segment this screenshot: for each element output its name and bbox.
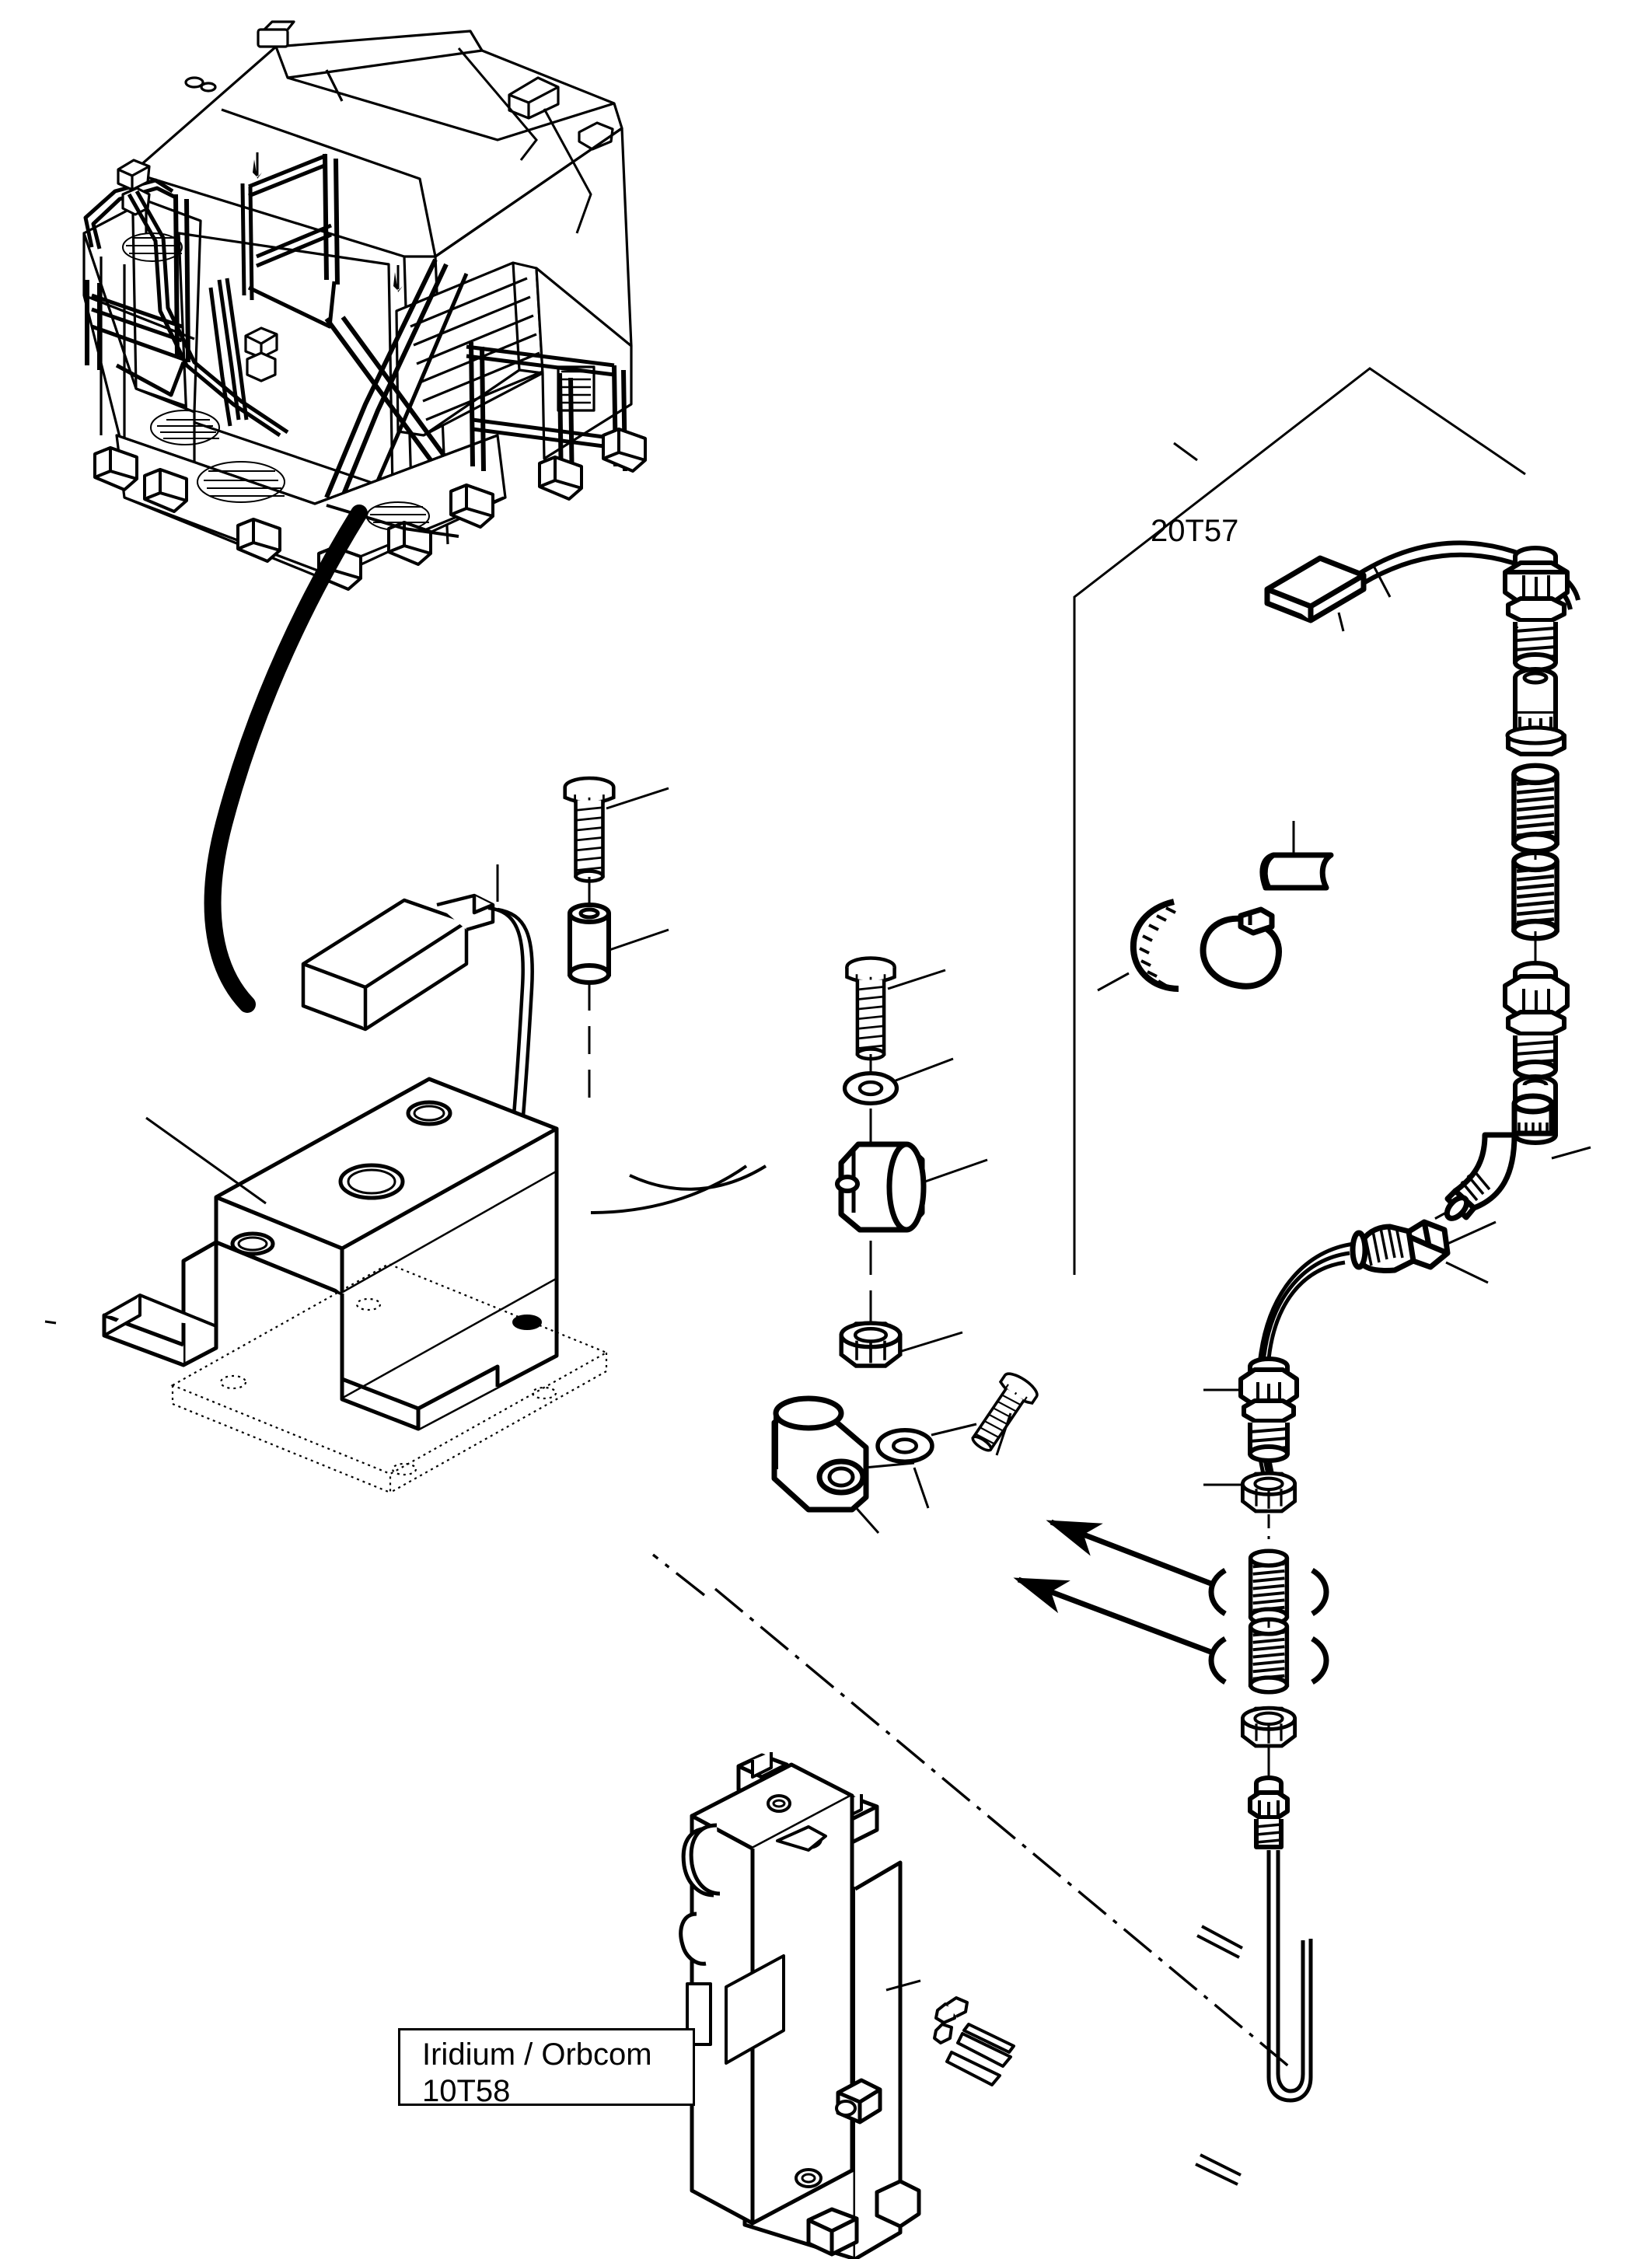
pclamp-leader-a bbox=[864, 1461, 915, 1469]
upper-bolt-leader bbox=[606, 787, 669, 810]
antenna-pad-leader bbox=[1337, 612, 1345, 632]
cab-leader-line-2 bbox=[543, 108, 592, 234]
lower-ferrule-a bbox=[1208, 1551, 1329, 1624]
connector-ferrule-3 bbox=[1514, 766, 1556, 851]
callout-line-1: Iridium / Orbcom bbox=[422, 2037, 652, 2072]
cylindrical-spacer bbox=[568, 903, 611, 985]
lower-washer-leader-b bbox=[913, 1467, 930, 1509]
pclamp-leader-b bbox=[852, 1504, 880, 1534]
center-bolt-leader bbox=[887, 969, 946, 990]
callout-arrow-1 bbox=[1046, 1519, 1214, 1587]
cable-tie-leader bbox=[1097, 972, 1130, 992]
module-pigtail-cable-2 bbox=[497, 907, 534, 1126]
flat-washer-lower bbox=[878, 1430, 932, 1461]
hex-bolt-center bbox=[847, 958, 894, 1060]
center-line-diagonal bbox=[714, 1587, 1292, 2069]
center-line-diagonal-tail bbox=[651, 1553, 706, 1597]
mounting-plate-phantom bbox=[170, 1262, 609, 1494]
lower-ferrule-b bbox=[1208, 1619, 1329, 1692]
module-pigtail-cable bbox=[487, 906, 525, 1125]
center-washer-leader bbox=[895, 1057, 954, 1082]
machine-cab-assembly bbox=[82, 20, 647, 591]
cable-tie bbox=[1130, 899, 1282, 992]
mounting-bracket bbox=[102, 1077, 559, 1431]
cab-leader-line bbox=[457, 47, 538, 161]
controller-ecu bbox=[679, 1752, 921, 2259]
p-clamp-lower bbox=[771, 1395, 869, 1513]
plate-leader-tick bbox=[44, 1320, 57, 1325]
antenna-connector-stack bbox=[1503, 546, 1570, 756]
callout-box: Iridium / Orbcom 10T58 bbox=[398, 2028, 695, 2108]
antenna-cable-leader bbox=[1373, 567, 1392, 598]
terminal-pins bbox=[933, 1996, 1015, 2086]
coax-cable-loop-2 bbox=[1276, 1850, 1305, 2093]
lower-hex-nut-final bbox=[1242, 1708, 1294, 1746]
group-label-20t57: 20T57 bbox=[1151, 514, 1239, 548]
routing-cable-thin bbox=[590, 1164, 748, 1214]
elbow-connector bbox=[1444, 1093, 1555, 1221]
lower-washer-leader bbox=[931, 1423, 977, 1437]
center-nut-leader bbox=[901, 1331, 963, 1353]
coax-branch-2 bbox=[1201, 1925, 1243, 1950]
coax-branch bbox=[1196, 1934, 1240, 1959]
coax-branch-4 bbox=[1200, 2153, 1242, 2177]
ecu-leader bbox=[885, 1979, 921, 1992]
bulkhead-hex-fitting bbox=[1350, 1219, 1451, 1273]
callout-arrow-2 bbox=[1013, 1576, 1214, 1656]
connector-coupler-2 bbox=[1505, 627, 1566, 756]
gps-antenna-pad bbox=[1264, 555, 1367, 623]
coax-cable-loop bbox=[1266, 1850, 1313, 2103]
center-clamp-leader bbox=[924, 1158, 988, 1183]
bracket-leader bbox=[145, 1116, 267, 1205]
transceiver-module bbox=[301, 893, 495, 1032]
cable-clamp-center bbox=[835, 1141, 927, 1233]
flat-washer-center bbox=[845, 1074, 897, 1104]
bottom-terminal-connector bbox=[1248, 1775, 1290, 1849]
spacer-leader bbox=[609, 928, 669, 951]
group-boundary-20t57 bbox=[1073, 367, 1526, 1275]
connector-gland-5 bbox=[1503, 961, 1570, 1080]
coax-branch-3 bbox=[1195, 2163, 1238, 2186]
connector-ferrule-4 bbox=[1514, 853, 1556, 938]
bulkhead-leader bbox=[1447, 1220, 1497, 1245]
connector-gland-1 bbox=[1503, 546, 1570, 672]
routing-cable-thin-2 bbox=[629, 1164, 767, 1191]
protective-sleeve bbox=[1259, 852, 1334, 891]
hex-nut-center bbox=[841, 1323, 900, 1366]
lower-lock-nut bbox=[1242, 1473, 1294, 1511]
bulkhead-leader-b bbox=[1445, 1261, 1489, 1284]
routing-cable bbox=[204, 505, 368, 1013]
callout-line-2: 10T58 bbox=[422, 2074, 511, 2109]
hex-bolt-lower bbox=[962, 1367, 1043, 1459]
hex-bolt-upper bbox=[565, 778, 614, 881]
lower-connector-gland bbox=[1238, 1356, 1299, 1463]
elbow-leader bbox=[1551, 1146, 1591, 1160]
lower-bolt-leader bbox=[995, 1412, 1012, 1456]
